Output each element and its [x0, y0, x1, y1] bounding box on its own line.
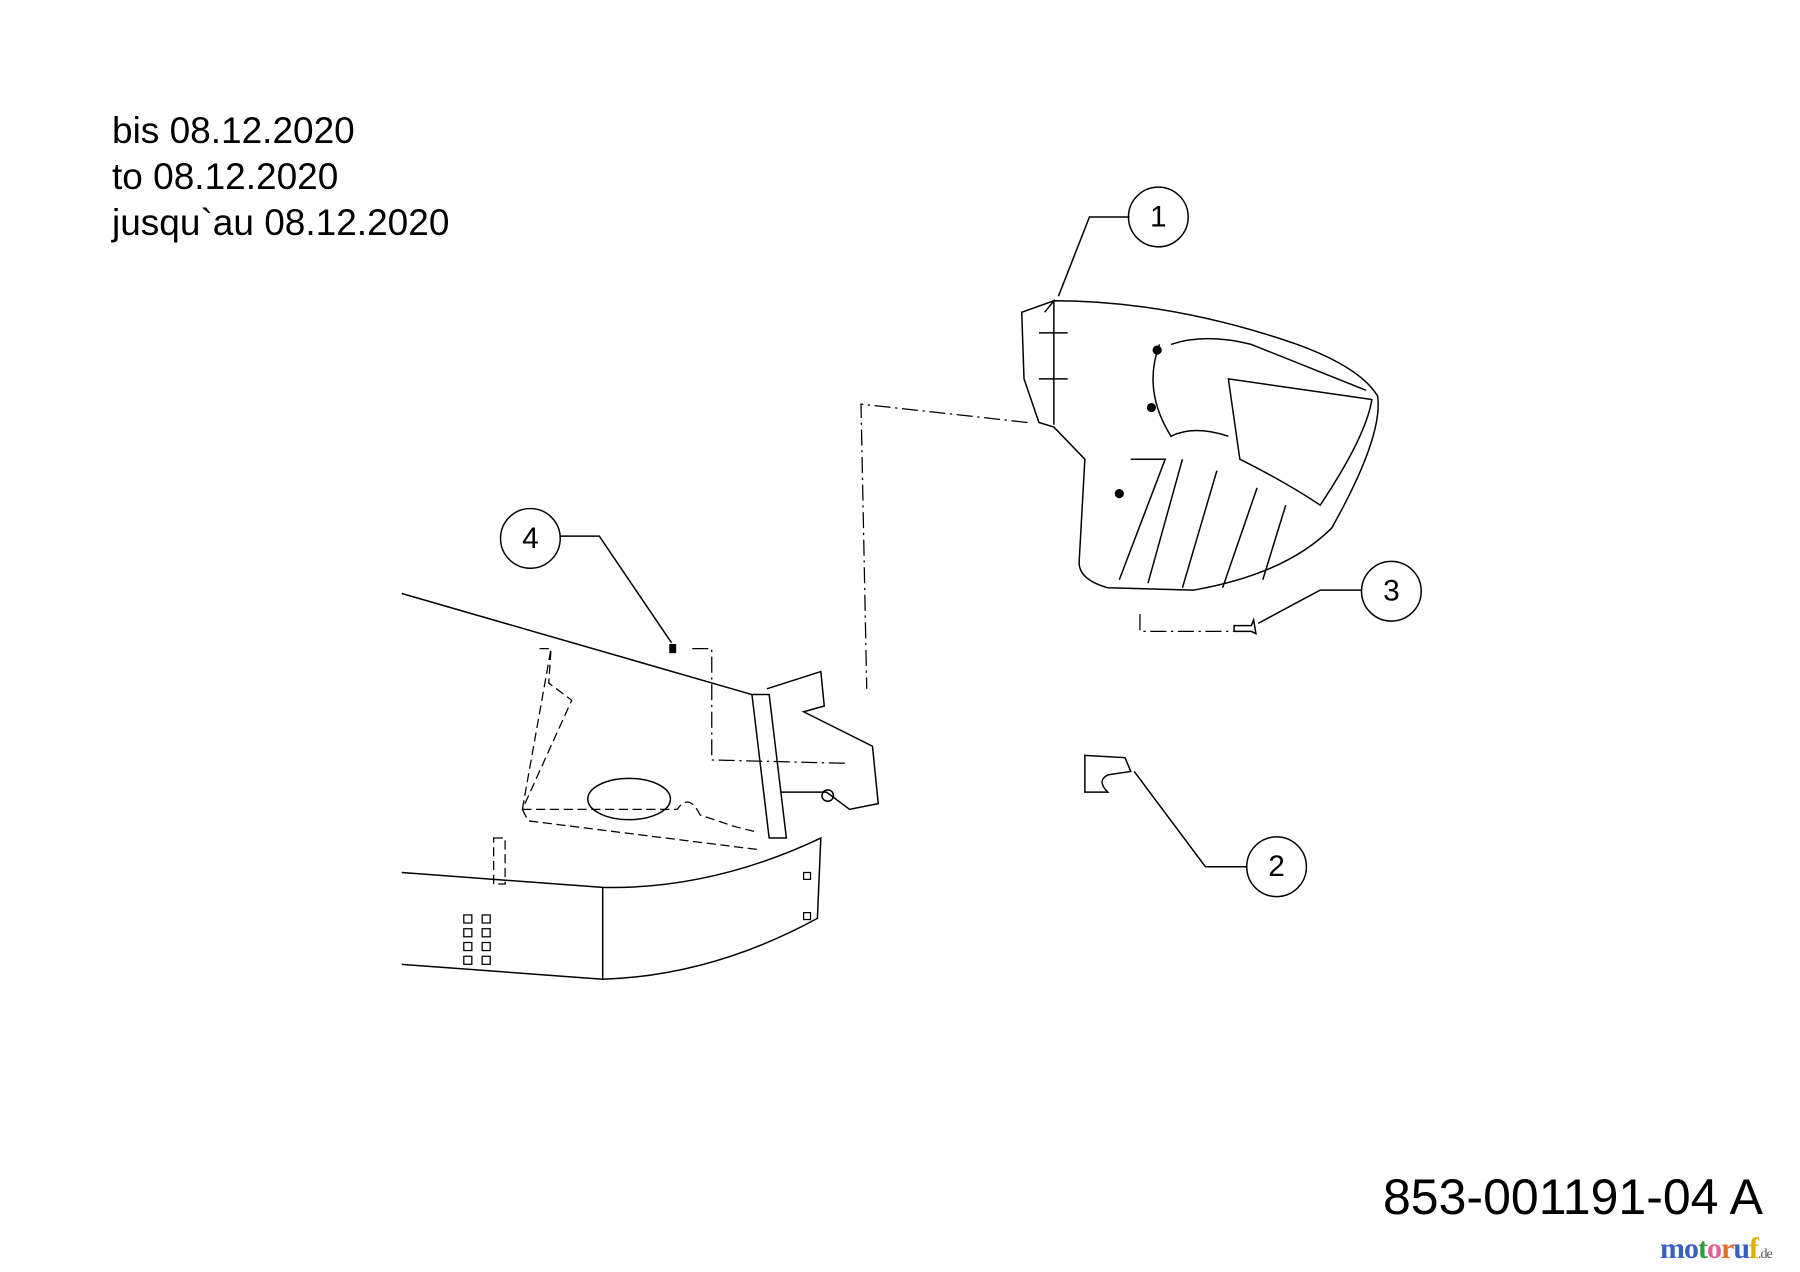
callout-3-label: 3 [1383, 575, 1400, 608]
validity-note-fr: jusqu`au 08.12.2020 [112, 202, 450, 243]
callout-4-label: 4 [522, 522, 539, 555]
callout-1-label: 1 [1150, 200, 1167, 233]
callout-2-label: 2 [1268, 850, 1285, 883]
part-number: 853-001191-04 A [1383, 1169, 1763, 1225]
callout-1: 1 [1057, 186, 1189, 297]
callout-2: 2 [1133, 771, 1308, 898]
nut-part [669, 644, 677, 654]
assembly-line [860, 403, 1028, 689]
callout-4: 4 [499, 507, 673, 644]
validity-note-de: bis 08.12.2020 [112, 110, 355, 151]
assembly-line [692, 647, 850, 765]
bracket-part [1084, 754, 1132, 793]
callout-3: 3 [1257, 560, 1422, 625]
mower-deck [401, 592, 880, 980]
discharge-chute-part [1020, 298, 1379, 591]
validity-note-en: to 08.12.2020 [112, 156, 339, 197]
assembly-line [1139, 614, 1240, 633]
watermark-logo: motoruf.de [1660, 1232, 1773, 1265]
